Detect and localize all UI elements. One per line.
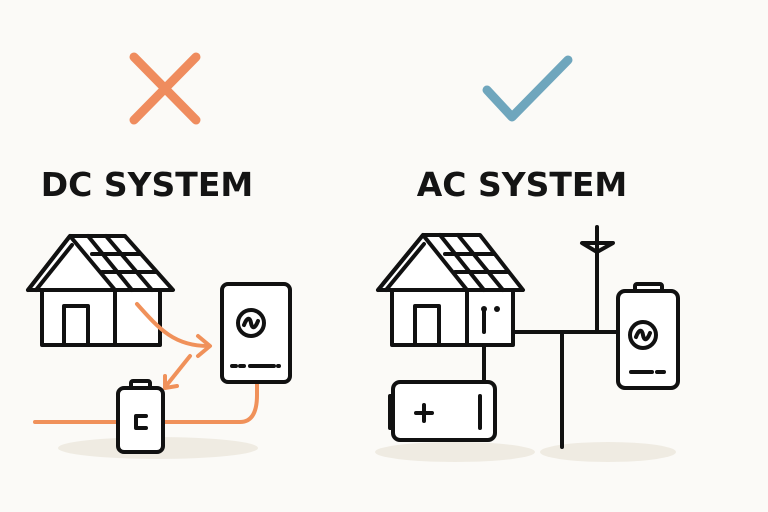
inverter-dc <box>220 282 292 384</box>
ac-system-title: AC SYSTEM <box>417 165 628 204</box>
ac-wave-icon <box>236 308 266 338</box>
check-icon <box>482 55 573 122</box>
battery-dc <box>116 379 165 454</box>
ground-shadow <box>540 442 676 462</box>
dc-system-title: DC SYSTEM <box>41 165 253 204</box>
battery-ac <box>388 380 497 442</box>
inverter-ac <box>616 282 680 390</box>
ac-wave-icon <box>628 320 658 350</box>
cross-icon <box>129 52 201 125</box>
plug-icon <box>494 306 500 312</box>
dc-wiring <box>33 302 259 424</box>
solar-panel-icon <box>86 234 158 292</box>
solar-panel-icon <box>438 233 510 292</box>
plug-icon <box>481 306 487 312</box>
solar-house-dc <box>26 234 175 347</box>
grid-antenna-icon <box>580 241 615 254</box>
ground-shadow <box>375 442 535 462</box>
solar-house-ac <box>376 233 525 347</box>
